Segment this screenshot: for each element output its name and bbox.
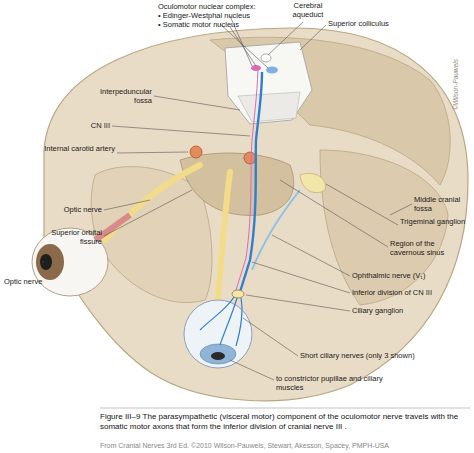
part-label: Optic nerve: [4, 278, 64, 287]
short-ciliary-nerve: [236, 298, 242, 346]
internal-carotid: [244, 152, 256, 164]
part-label: Internal carotid artery: [38, 145, 115, 154]
part-label: Region of the cavernous sinus: [390, 240, 470, 257]
ophthalmic-nerve: [252, 190, 300, 270]
part-label: Interpeduncular fossa: [86, 88, 152, 105]
part-label: Optic nerve: [38, 206, 102, 215]
short-ciliary-nerve: [220, 298, 237, 345]
part-label: Inferior division of CN III: [352, 289, 470, 298]
nucleus-label: • Edinger-Westphal nucleus: [158, 12, 288, 21]
nucleus-label: Oculomotor nuclear complex:: [158, 3, 288, 12]
iris: [36, 244, 64, 280]
iris: [200, 344, 236, 364]
nucleus-label: • Somatic motor nucleus: [158, 21, 288, 30]
pupil: [211, 352, 225, 360]
optic-nerve: [105, 165, 200, 240]
trigeminal-ganglion: [300, 173, 325, 192]
short-ciliary-nerve: [200, 297, 234, 330]
skull-base: [44, 28, 468, 401]
leader-lines: [42, 16, 412, 380]
pupil: [40, 254, 52, 270]
optic-nerve: [218, 172, 230, 298]
ciliary-ganglion: [232, 290, 244, 298]
watermark: ©Wilson-Pauwels: [452, 59, 459, 110]
cerebral-aqueduct: [261, 54, 271, 62]
credit-line: From Cranial Nerves 3rd Ed. ©2010 Wilson…: [100, 442, 389, 449]
caption-rule: [100, 408, 470, 409]
part-label: Trigeminal ganglion: [400, 218, 466, 227]
part-label: Short ciliary nerves (only 3 shown): [300, 352, 470, 361]
part-label: to constrictor pupillae and ciliary musc…: [276, 375, 388, 392]
part-label: CN III: [60, 122, 110, 131]
part-label: Superior orbital fissure: [28, 229, 102, 246]
figure-caption: Figure III–9 The parasympathetic (viscer…: [100, 412, 468, 431]
part-label: Superior colliculus: [328, 20, 428, 29]
sella-region: [180, 153, 294, 215]
part-label: Middle cranial fossa: [414, 196, 470, 213]
part-label: Ciliary ganglion: [352, 307, 470, 316]
internal-carotid: [190, 146, 202, 158]
part-label: Ophthalmic nerve (V₁): [352, 272, 470, 281]
midbrain-base: [238, 92, 300, 122]
parasympathetic-fibres: [236, 70, 258, 290]
middle-fossa: [320, 150, 448, 305]
part-label: Cerebral aqueduct: [286, 2, 330, 19]
